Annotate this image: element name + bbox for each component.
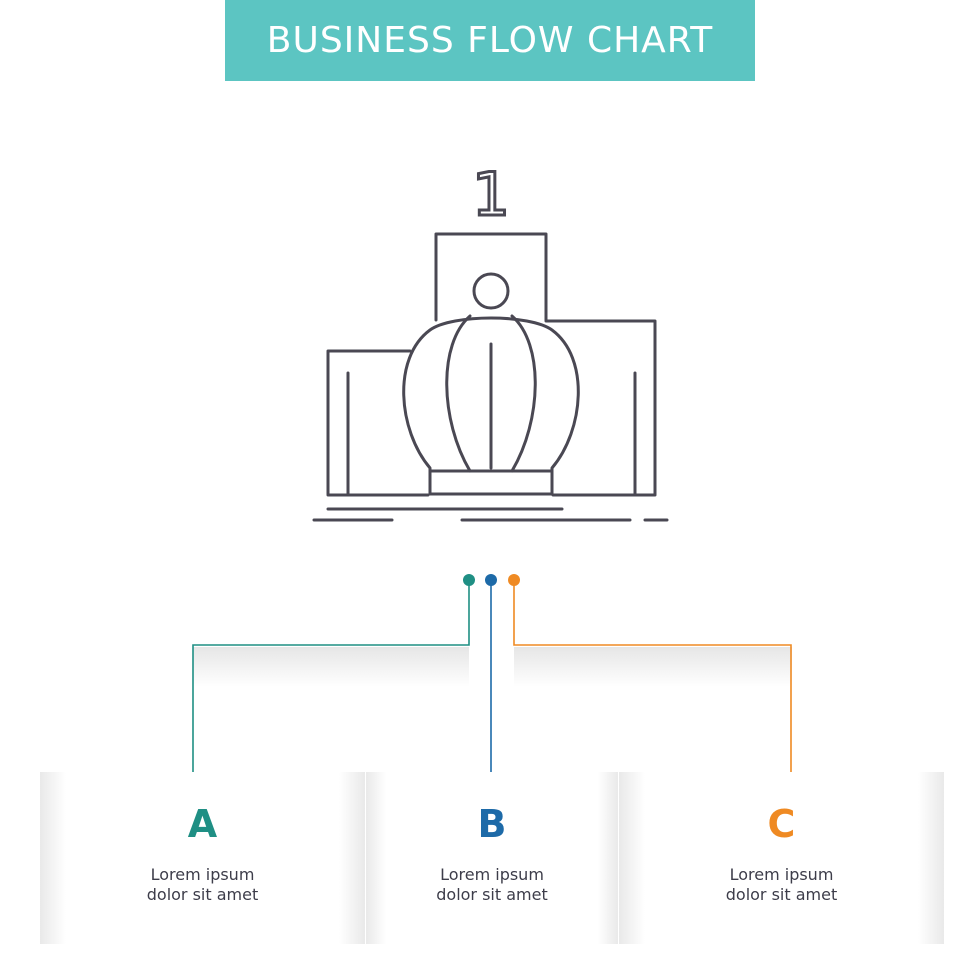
podium-center-block bbox=[434, 232, 548, 322]
title-banner: BUSINESS FLOW CHART bbox=[225, 0, 755, 81]
step-text-c-line1: Lorem ipsum bbox=[729, 865, 834, 884]
step-text-b-line1: Lorem ipsum bbox=[440, 865, 544, 884]
step-card-a: A Lorem ipsum dolor sit amet bbox=[40, 772, 365, 944]
step-letter-c: C bbox=[767, 802, 796, 846]
connector-dot-c bbox=[508, 574, 520, 586]
crown-body bbox=[402, 316, 580, 496]
podium-right-block bbox=[544, 319, 657, 497]
winner-podium-crown-icon bbox=[312, 232, 669, 522]
step-text-c-line2: dolor sit amet bbox=[725, 885, 838, 904]
figure-head bbox=[472, 272, 510, 310]
rank-number-label: 1 bbox=[472, 160, 510, 230]
chart-title: BUSINESS FLOW CHART bbox=[266, 20, 714, 61]
connector-dot-b bbox=[485, 574, 497, 586]
step-text-a-line2: dolor sit amet bbox=[146, 885, 259, 904]
connector-shade-right bbox=[514, 647, 792, 687]
connector-dot-a bbox=[463, 574, 475, 586]
connector-c bbox=[513, 581, 792, 782]
step-letter-a: A bbox=[187, 802, 218, 846]
connector-a bbox=[192, 581, 470, 782]
podium-left-block bbox=[326, 349, 430, 497]
step-letter-b: B bbox=[477, 802, 507, 846]
step-card-b: B Lorem ipsum dolor sit amet bbox=[366, 772, 618, 944]
connector-shade-left bbox=[193, 647, 469, 687]
step-text-b-line2: dolor sit amet bbox=[436, 885, 548, 904]
step-text-a-line1: Lorem ipsum bbox=[150, 865, 255, 884]
step-card-c: C Lorem ipsum dolor sit amet bbox=[619, 772, 944, 944]
